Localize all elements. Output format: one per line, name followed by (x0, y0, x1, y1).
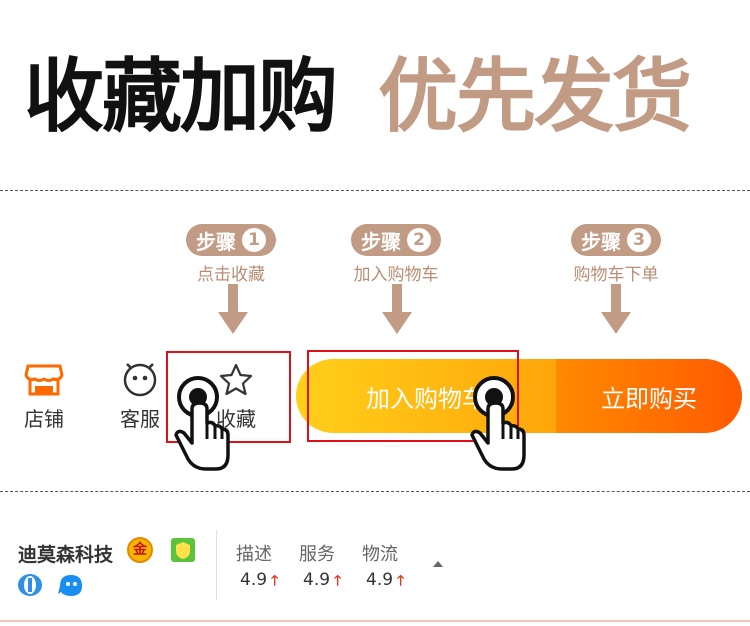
highlight-box-cart (307, 350, 519, 442)
tap-hand-icon (174, 376, 230, 471)
customer-service-entry[interactable]: 客服 (114, 362, 166, 432)
green-shield-badge-icon (171, 538, 195, 562)
service-label: 客服 (120, 407, 160, 431)
down-arrow-icon (601, 284, 631, 334)
buy-now-label: 立即购买 (601, 384, 697, 413)
shop-name[interactable]: 迪莫森科技 (18, 544, 114, 566)
caret-up-icon[interactable] (432, 560, 444, 568)
chat-face-icon (123, 363, 157, 397)
metric-value-description: 4.9🡑 (240, 570, 279, 590)
step-3-desc: 购物车下单 (573, 265, 659, 285)
star-icon (219, 363, 253, 396)
down-arrow-icon (382, 284, 412, 334)
down-arrow-icon (218, 284, 248, 334)
store-icon (24, 364, 64, 396)
blue-crown-badge-icon (18, 574, 42, 596)
divider-bottom (0, 491, 750, 492)
vertical-divider (216, 530, 217, 600)
up-arrow-icon: 🡑 (334, 573, 342, 589)
gold-medal-badge: 金 (127, 537, 153, 563)
step-1-desc: 点击收藏 (197, 265, 265, 285)
up-arrow-icon: 🡑 (271, 573, 279, 589)
bottom-divider-line (0, 620, 750, 622)
metric-value-service: 4.9🡑 (303, 570, 342, 590)
buy-now-button[interactable]: 立即购买 (556, 359, 742, 433)
up-arrow-icon: 🡑 (397, 573, 405, 589)
headline-part2: 优先发货 (378, 50, 692, 143)
shop-info: 迪莫森科技 金 描述 服务 物流 4.9🡑 4.9🡑 4.9🡑 (0, 520, 750, 620)
divider-top (0, 190, 750, 191)
shop-label: 店铺 (24, 407, 64, 431)
step-2-desc: 加入购物车 (353, 265, 439, 285)
shop-entry[interactable]: 店铺 (18, 362, 70, 432)
metric-label-logistics: 物流 (362, 544, 398, 565)
headline-part1: 收藏加购 (24, 50, 338, 143)
promo-headline: 收藏加购 优先发货 (0, 48, 750, 148)
add-to-cart-label: 加入购物车 (366, 384, 486, 413)
metric-value-logistics: 4.9🡑 (366, 570, 405, 590)
wangwang-icon (58, 575, 82, 596)
metric-label-description: 描述 (236, 544, 272, 565)
tap-hand-icon (470, 376, 526, 471)
metric-label-service: 服务 (299, 544, 335, 565)
